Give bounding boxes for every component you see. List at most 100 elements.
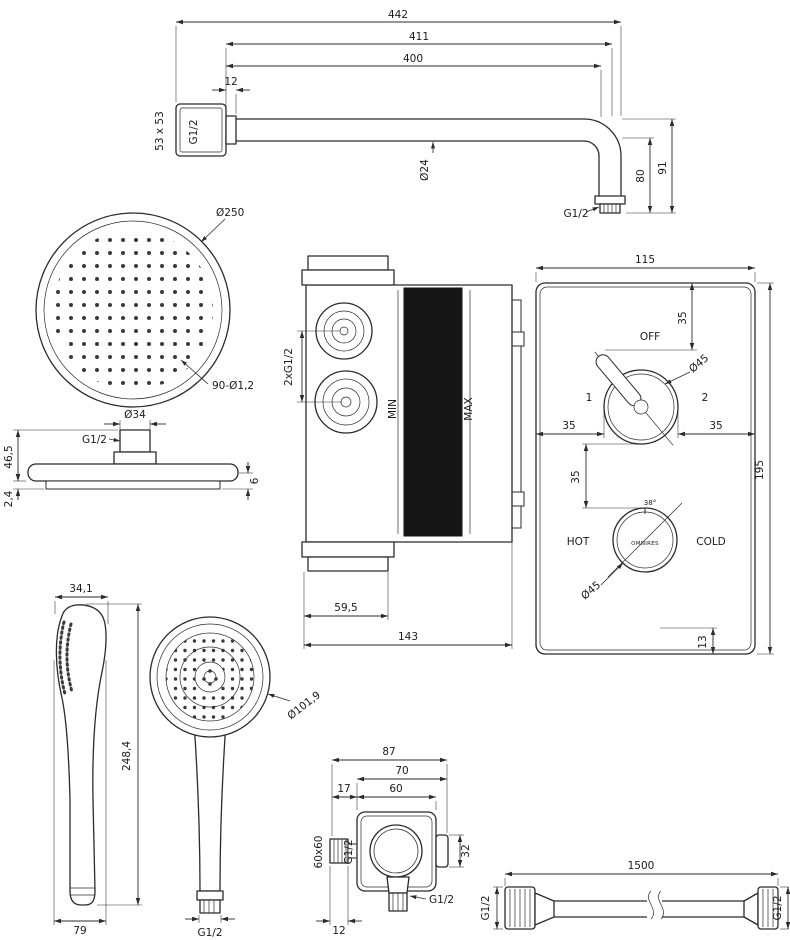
outlet-inlet-ribs <box>333 839 347 863</box>
hot-label: HOT <box>567 536 590 548</box>
hose-cone-right <box>743 892 759 926</box>
dim-35-top-label: 35 <box>677 311 689 324</box>
dim-59-5-label: 59,5 <box>334 602 357 614</box>
hand-shower-thread <box>199 899 221 914</box>
mixer-bottom-flange-1 <box>301 541 395 558</box>
shower-head-front-view <box>35 212 231 408</box>
mixer-min-label: MIN <box>387 399 399 419</box>
diverter-lever <box>594 351 674 446</box>
shower-hose: 1500 G1/2 G1/2 <box>480 860 790 930</box>
dim-87-label: 87 <box>382 746 395 758</box>
dim-35-mid-label: 35 <box>570 470 582 483</box>
outlet-body-cap <box>435 834 449 868</box>
wall-outlet-elbow: 87 70 60 17 60x60 G1/2 32 G1/2 12 <box>313 746 472 937</box>
outlet-spout-ribs <box>392 893 404 911</box>
mixer-drawing <box>301 255 525 572</box>
brand-label: OMNIRES <box>631 541 659 547</box>
hand-shower-thread-label: G1/2 <box>197 927 222 939</box>
dim-13-label: 13 <box>697 635 709 648</box>
dim-79-label: 79 <box>73 925 86 937</box>
dim-400-label: 400 <box>403 53 423 65</box>
plate-thread-label: G1/2 <box>188 119 200 144</box>
dim-411-label: 411 <box>409 31 429 43</box>
hand-shower-side-view <box>55 604 107 906</box>
mixer-bracket-tab-bottom <box>511 491 525 507</box>
hose-thread-right-label: G1/2 <box>772 895 784 920</box>
head-nozzles-label: 90-Ø1,2 <box>212 380 254 392</box>
dim-35-right-label: 35 <box>709 420 722 432</box>
dim-17-label: 17 <box>337 783 350 795</box>
arm-outlet-flange <box>594 195 626 205</box>
dim-91-label: 91 <box>657 161 669 174</box>
head-connector-thread-label: G1/2 <box>82 434 107 446</box>
outlet-drawing <box>329 811 449 912</box>
outlet-dimension-lines <box>316 757 464 925</box>
dim-6-label: 6 <box>249 477 261 484</box>
outlet-outlet-thread-label: G1/2 <box>429 894 454 906</box>
outlet-plate-size-label: 60x60 <box>313 836 325 869</box>
wall-plate-inner <box>179 107 223 153</box>
thermostat-knob <box>607 502 683 578</box>
dim-248-4-label: 248,4 <box>121 741 133 771</box>
outlet-spout <box>386 876 410 894</box>
shower-head-side-view <box>27 429 239 490</box>
dim-35-left-label: 35 <box>562 420 575 432</box>
mixer-dimension-lines <box>297 330 513 649</box>
head-connector <box>119 429 151 453</box>
plate-size-label: 53 x 53 <box>154 111 166 151</box>
dim-12-label: 12 <box>224 76 237 88</box>
outlet-dim-12-label: 12 <box>332 925 345 937</box>
hand-shower-handle <box>193 721 227 892</box>
position-2-label: 2 <box>702 392 709 404</box>
arm-dimension-lines <box>175 19 676 214</box>
dim-80-label: 80 <box>635 169 647 182</box>
panel-dimension-lines <box>535 265 774 655</box>
mixer-max-label: MAX <box>463 397 475 420</box>
dim-442-label: 442 <box>388 9 408 21</box>
dim-115-label: 115 <box>635 254 655 266</box>
control-panel: 115 195 OFF Ø45 1 2 35 35 35 35 HOT COLD… <box>535 254 774 655</box>
head-face-side <box>45 480 221 490</box>
head-nozzle-face <box>53 230 213 390</box>
arm-outlet-thread-label: G1/2 <box>563 208 588 220</box>
dim-34-1-label: 34,1 <box>69 583 92 595</box>
mixer-body-assembly: 2xG1/2 MIN MAX 59,5 143 <box>283 255 525 649</box>
head-body-side <box>27 463 239 482</box>
temp-38-label: 38° <box>644 499 656 507</box>
shower-arm-drawing <box>175 103 626 214</box>
dim-32-label: 32 <box>460 844 472 857</box>
hose-drawing <box>504 886 779 930</box>
shower-arm-assembly: 442 411 400 12 53 x 53 G1/2 Ø24 80 91 G1… <box>154 9 676 220</box>
dim-70-label: 70 <box>395 765 408 777</box>
mixer-bracket-tab-top <box>511 331 525 347</box>
hose-thread-left-label: G1/2 <box>480 895 492 920</box>
dim-60-label: 60 <box>389 783 402 795</box>
head-diameter-label: Ø250 <box>216 207 244 219</box>
diverter-knob <box>594 351 679 446</box>
mixer-top-flange-1 <box>307 255 389 271</box>
dim-46-5-label: 46,5 <box>3 445 15 468</box>
hand-shower-dimension-lines <box>53 594 291 925</box>
position-1-label: 1 <box>586 392 593 404</box>
hand-shower-thread-ribs <box>203 900 215 913</box>
hand-shower: 34,1 248,4 79 Ø101,9 G1/2 <box>53 583 323 939</box>
hand-shower-nut <box>196 890 224 901</box>
mixer-top-flange-2 <box>301 269 395 286</box>
arm-elbow-outer <box>583 118 622 197</box>
head-side-dimension-lines <box>13 420 253 500</box>
hose-break-gap <box>647 896 662 922</box>
mixer-inlets-label: 2xG1/2 <box>283 348 295 386</box>
dim-143-label: 143 <box>398 631 418 643</box>
mixer-cartridge-block <box>403 287 463 537</box>
off-label: OFF <box>640 331 660 343</box>
head-connector-dia-label: Ø34 <box>124 409 146 421</box>
hand-shower-front-view <box>149 616 271 914</box>
arm-elbow-inner <box>583 140 600 197</box>
cold-label: COLD <box>696 536 726 548</box>
head-connector-nut <box>113 451 157 465</box>
hose-cone-left <box>534 892 555 926</box>
outlet-inlet-thread-label: G1/2 <box>343 839 355 864</box>
shower-head: Ø250 90-Ø1,2 Ø34 G1/2 46, <box>3 207 261 507</box>
